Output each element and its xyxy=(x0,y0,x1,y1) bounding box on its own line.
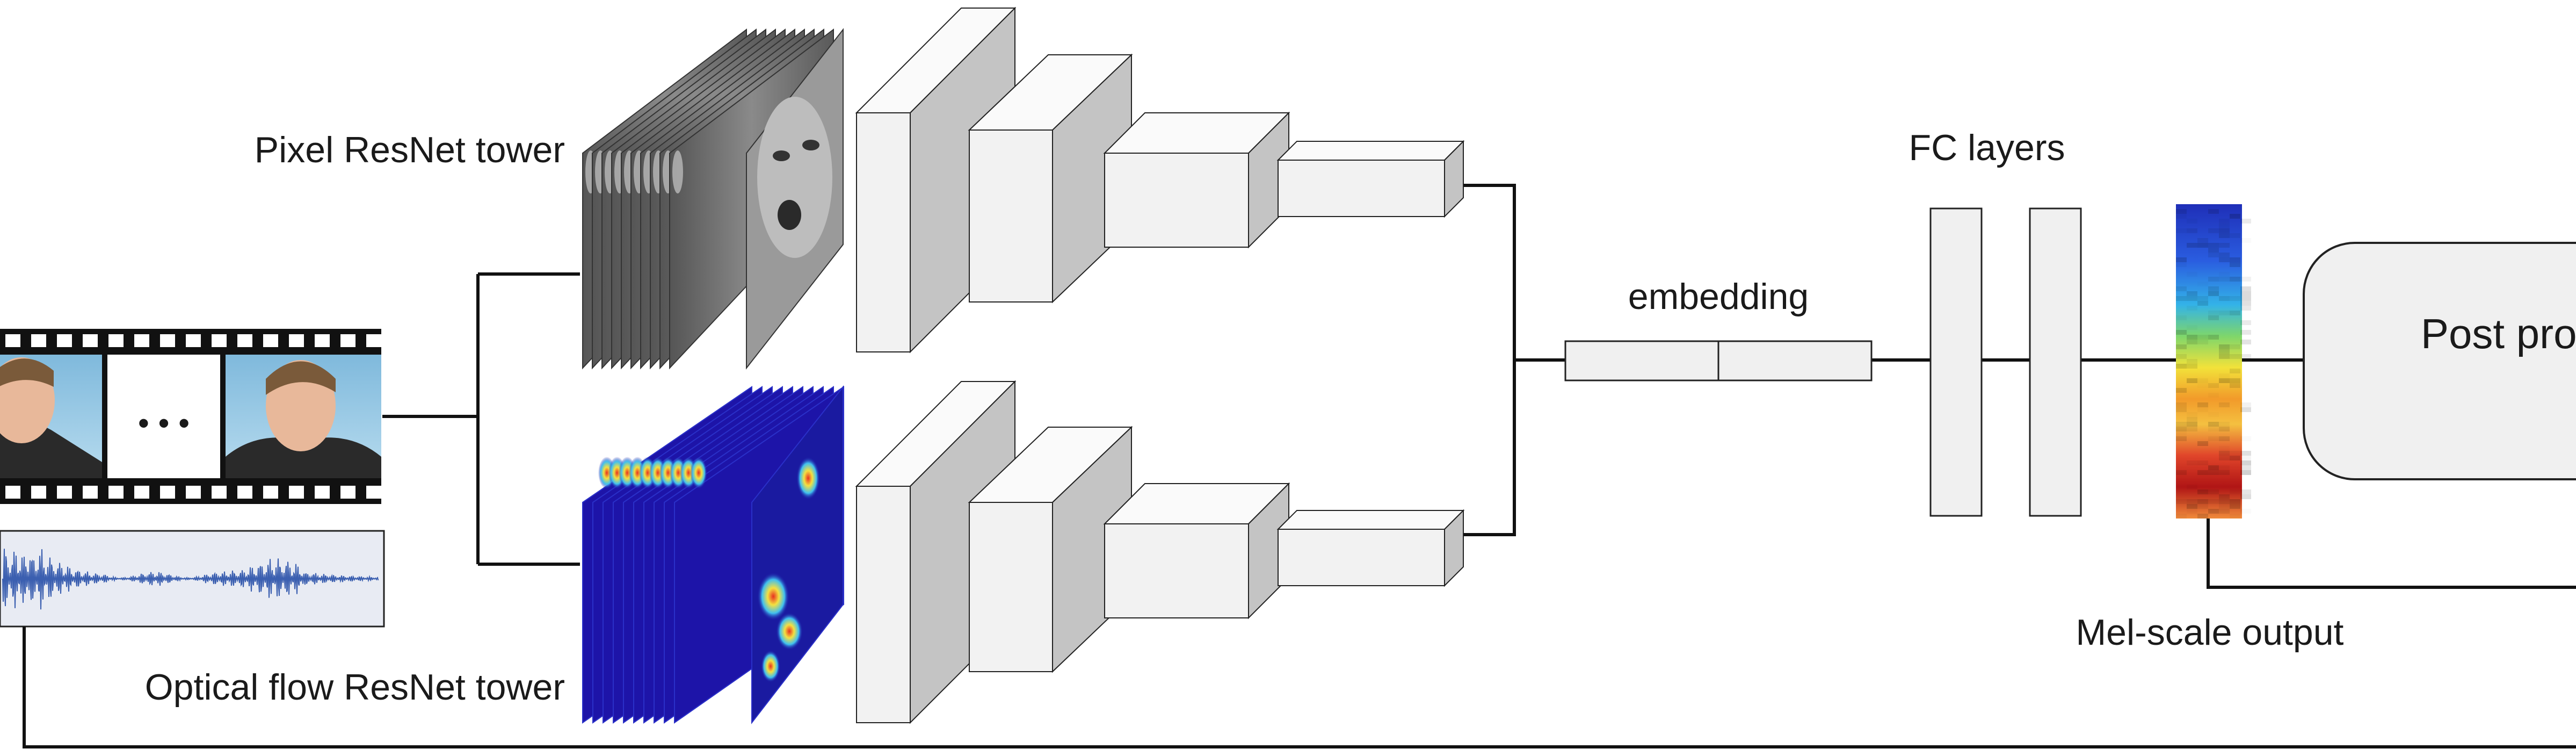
fc-layers xyxy=(1929,207,2082,517)
resnet-block xyxy=(1276,140,1465,218)
face-frame-icon xyxy=(746,28,844,370)
waveform-icon xyxy=(0,530,385,628)
pixel-frame-stack xyxy=(582,28,844,370)
pixel-tower-label: Pixel ResNet tower xyxy=(255,129,565,170)
mel-spectrogram-icon xyxy=(2176,204,2251,519)
resnet-block xyxy=(1103,482,1290,620)
pixel-resnet-blocks xyxy=(855,6,1465,354)
flow-resnet-blocks xyxy=(855,380,1465,724)
embedding-label: embedding xyxy=(1628,276,1809,317)
fc-layers-label: FC layers xyxy=(1909,127,2065,168)
post-processing-label: Post processing xyxy=(2421,310,2576,357)
connector-lines xyxy=(23,184,2576,748)
video-film-strip: • • • xyxy=(0,329,381,504)
face-frame-icon xyxy=(226,355,381,478)
optical-flow-icon xyxy=(582,385,844,724)
flow-front-frame xyxy=(751,385,844,724)
mel-output-label: Mel-scale output xyxy=(2076,612,2344,653)
flow-tower-label: Optical flow ResNet tower xyxy=(145,667,565,708)
resnet-block xyxy=(1276,509,1465,587)
ellipsis: • • • xyxy=(138,405,190,441)
resnet-block xyxy=(1103,111,1290,249)
post-processing-box xyxy=(2303,242,2576,480)
embedding-vector xyxy=(1564,340,1873,381)
face-frame-icon xyxy=(0,355,102,478)
